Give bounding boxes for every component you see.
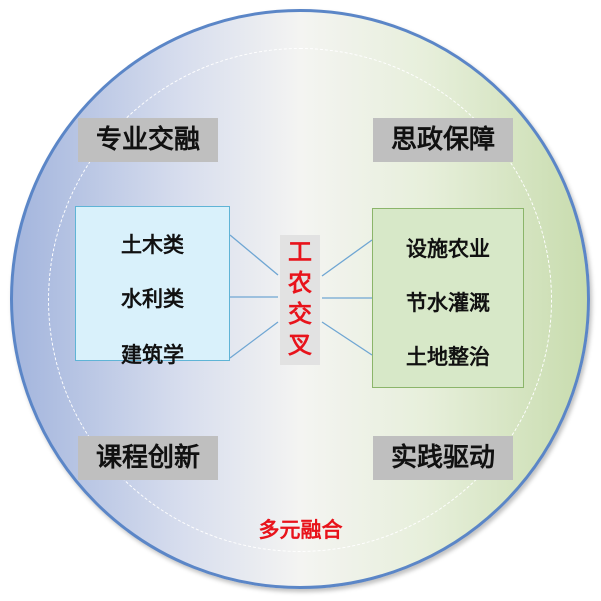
multi-integration-label: 多元融合 xyxy=(258,518,343,542)
center-char-2: 农 xyxy=(288,269,312,297)
center-char-4: 叉 xyxy=(288,331,312,359)
discipline-facility-agriculture: 设施农业 xyxy=(406,237,490,261)
center-char-3: 交 xyxy=(288,300,312,328)
label-course-innovation: 课程创新 xyxy=(78,436,218,480)
engineering-disciplines-panel: 土木类 水利类 建筑学 xyxy=(75,206,230,367)
center-char-1: 工 xyxy=(288,238,312,266)
agriculture-disciplines-panel: 设施农业 节水灌溉 土地整治 xyxy=(372,208,524,388)
label-ideological-guarantee: 思政保障 xyxy=(373,118,513,162)
discipline-civil-engineering: 土木类 xyxy=(121,233,184,257)
label-practice-driven: 实践驱动 xyxy=(373,436,513,480)
dashed-inner-ring xyxy=(48,48,552,552)
discipline-water-conservancy: 水利类 xyxy=(121,287,184,311)
label-major-integration: 专业交融 xyxy=(78,118,218,162)
engineering-agriculture-crossover: 工 农 交 叉 xyxy=(280,235,320,365)
discipline-land-consolidation: 土地整治 xyxy=(406,345,490,369)
discipline-architecture: 建筑学 xyxy=(121,343,184,367)
discipline-water-saving-irrigation: 节水灌溉 xyxy=(406,291,490,315)
